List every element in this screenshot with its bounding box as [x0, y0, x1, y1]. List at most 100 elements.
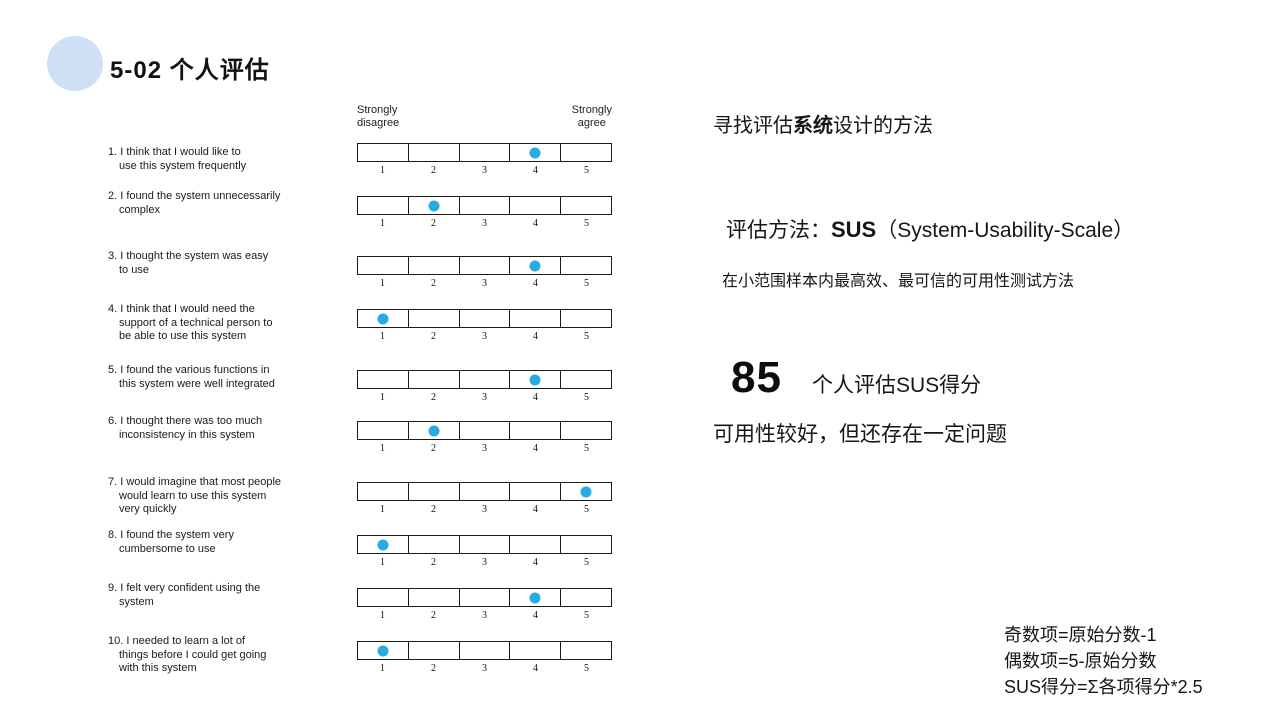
scale-cell-2 [409, 197, 460, 214]
scale-number: 5 [584, 278, 589, 289]
scale-number: 1 [380, 165, 385, 176]
scale-cell-2 [409, 310, 460, 327]
scale-number: 1 [380, 663, 385, 674]
question-row: 6. I thought there was too much inconsis… [100, 415, 615, 482]
scale-number: 1 [380, 392, 385, 403]
rating-scale-box [357, 641, 612, 660]
scale-number: 5 [584, 443, 589, 454]
question-rows: 1. I think that I would like to use this… [100, 143, 615, 694]
scale-number: 4 [533, 663, 538, 674]
question-row: 7. I would imagine that most people woul… [100, 476, 615, 535]
scale-cell-3 [460, 197, 511, 214]
question-text: 9. I felt very confident using the syste… [108, 582, 261, 608]
answer-dot [428, 425, 440, 436]
scale-number: 3 [482, 557, 487, 568]
scale-cell-3 [460, 589, 511, 606]
scale-cell-4 [510, 310, 562, 327]
scale-number: 5 [584, 218, 589, 229]
scale-cell-1 [358, 371, 409, 388]
scale-cell-1 [358, 257, 409, 274]
scale-number: 4 [533, 443, 538, 454]
scale-cell-4 [510, 422, 562, 439]
scale-number: 5 [584, 165, 589, 176]
scale-cell-3 [460, 536, 511, 553]
question-row: 4. I think that I would need the support… [100, 303, 615, 370]
answer-dot [529, 260, 541, 271]
scale-cell-5 [561, 536, 611, 553]
scale-number: 5 [584, 331, 589, 342]
scale-number: 4 [533, 392, 538, 403]
scale-cell-4 [510, 197, 562, 214]
sus-questionnaire: Strongly disagree Strongly agree 1. I th… [100, 104, 615, 694]
method-prefix: 评估方法： [726, 219, 831, 242]
scale-cell-4 [510, 642, 562, 659]
scale-header: Strongly disagree Strongly agree [357, 104, 612, 130]
question-row: 9. I felt very confident using the syste… [100, 582, 615, 641]
rating-scale-box [357, 421, 612, 440]
scale-number: 2 [431, 165, 436, 176]
scale-cell-1 [358, 310, 409, 327]
goal-text: 寻找评估系统设计的方法 [713, 109, 933, 138]
scale-number: 5 [584, 610, 589, 621]
scale-cell-1 [358, 197, 409, 214]
question-text: 8. I found the system very cumbersome to… [108, 529, 234, 555]
scale-number: 4 [533, 557, 538, 568]
sus-score-label: 个人评估SUS得分 [811, 374, 982, 397]
scale-number: 5 [584, 504, 589, 515]
answer-dot [377, 539, 389, 550]
scale-cell-2 [409, 483, 460, 500]
question-row: 8. I found the system very cumbersome to… [100, 529, 615, 588]
scale-cell-1 [358, 483, 409, 500]
rating-scale-box [357, 196, 612, 215]
scale-number: 3 [482, 165, 487, 176]
scale-number: 2 [431, 331, 436, 342]
scale-number: 4 [533, 331, 538, 342]
scale-cell-4 [510, 257, 562, 274]
question-row: 10. I needed to learn a lot of things be… [100, 635, 615, 694]
page-title: 5-02 个人评估 [110, 57, 270, 84]
question-text: 4. I think that I would need the support… [108, 303, 273, 342]
scale-number: 1 [380, 278, 385, 289]
method-bold: SUS [831, 217, 877, 242]
scale-cell-5 [561, 310, 611, 327]
rating-scale-box [357, 535, 612, 554]
answer-dot [580, 486, 592, 497]
scale-cell-3 [460, 483, 511, 500]
scale-number: 3 [482, 392, 487, 403]
formula-line: 奇数项=原始分数-1 [1004, 625, 1157, 645]
scale-number: 3 [482, 663, 487, 674]
method-suffix: （System-Usability-Scale） [876, 219, 1135, 242]
scale-number: 2 [431, 610, 436, 621]
scale-cell-2 [409, 589, 460, 606]
sus-score-value: 85 [731, 353, 782, 402]
scale-number: 1 [380, 557, 385, 568]
scale-number: 1 [380, 504, 385, 515]
score-note: 可用性较好，但还存在一定问题 [713, 423, 1007, 446]
answer-dot [377, 645, 389, 656]
scale-cell-5 [561, 371, 611, 388]
scale-cell-1 [358, 589, 409, 606]
question-row: 3. I thought the system was easy to use 1… [100, 250, 615, 309]
scale-number: 4 [533, 278, 538, 289]
formula-line: SUS得分=Σ各项得分*2.5 [1004, 677, 1203, 697]
scale-cell-2 [409, 642, 460, 659]
scale-cell-2 [409, 536, 460, 553]
scale-cell-3 [460, 257, 511, 274]
accent-circle [47, 36, 103, 91]
scale-number: 4 [533, 610, 538, 621]
question-text: 3. I thought the system was easy to use [108, 250, 269, 276]
answer-dot [428, 200, 440, 211]
scale-cell-5 [561, 589, 611, 606]
scale-number: 2 [431, 557, 436, 568]
